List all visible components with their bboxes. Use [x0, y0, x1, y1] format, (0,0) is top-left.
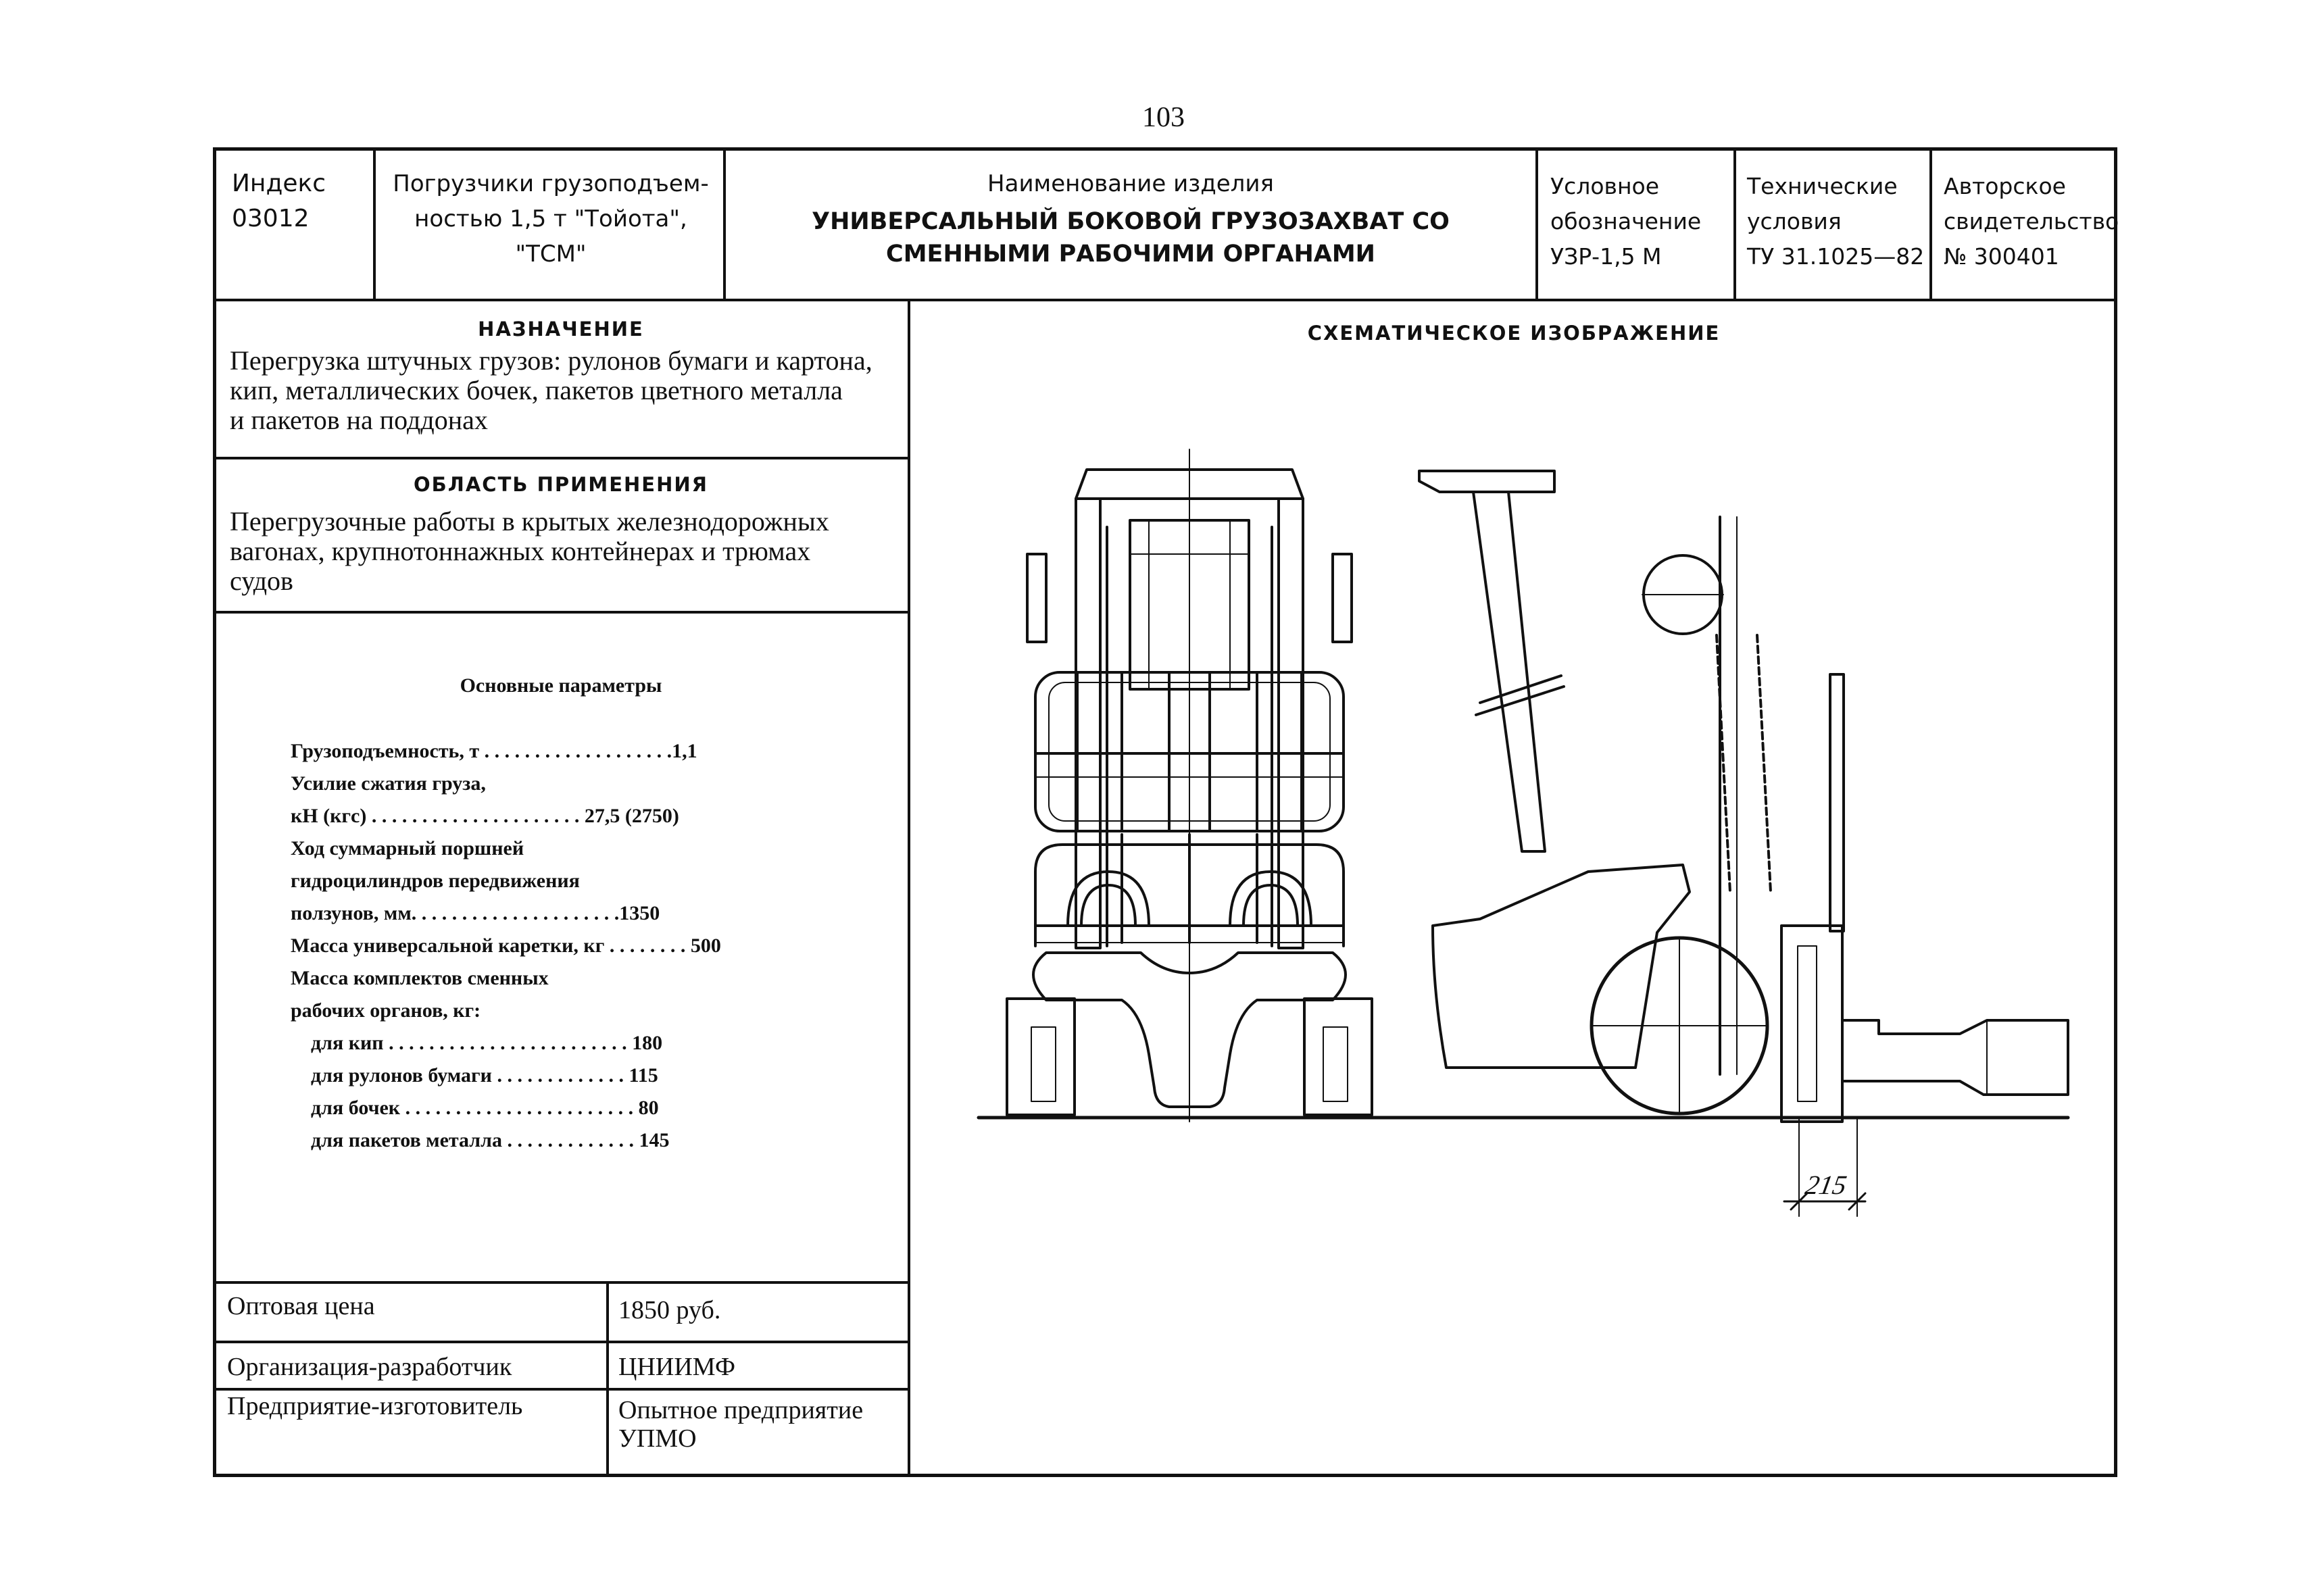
application-line: вагонах, крупнотоннажных контейнерах и т…	[230, 536, 811, 566]
parameter-row: ползунов, мм. . . . . . . . . . . . . . …	[291, 902, 660, 924]
header-divider	[1929, 147, 1932, 300]
parameter-row: Грузоподъемность, т . . . . . . . . . . …	[291, 740, 697, 762]
parameters-title: Основные параметры	[460, 674, 662, 697]
index-cell: Индекс 03012	[232, 166, 326, 236]
parameter-row: рабочих органов, кг:	[291, 999, 481, 1022]
product-name-line2: СМЕННЫМИ РАБОЧИМИ ОРГАНАМИ	[886, 241, 1375, 268]
section-rule	[213, 611, 909, 614]
parameter-row: Усилие сжатия груза,	[291, 772, 486, 795]
parameter-row: кН (кгс) . . . . . . . . . . . . . . . .…	[291, 805, 679, 827]
purpose-line: Перегрузка штучных грузов: рулонов бумаг…	[230, 345, 872, 376]
parameters-list: Грузоподъемность, т . . . . . . . . . . …	[291, 735, 899, 1157]
parameter-row: для рулонов бумаги . . . . . . . . . . .…	[291, 1064, 658, 1087]
product-name-label: Наименование изделия	[987, 170, 1274, 197]
application-text: Перегрузочные работы в крытых железнодор…	[230, 507, 906, 596]
price-label: Оптовая цена	[227, 1292, 375, 1320]
application-line: судов	[230, 566, 293, 596]
schematic-drawing	[977, 449, 2070, 1217]
developer-label: Организация-разработчик	[227, 1353, 512, 1381]
parameter-row: для кип . . . . . . . . . . . . . . . . …	[291, 1032, 663, 1054]
parameter-row: Масса комплектов сменных	[291, 967, 549, 989]
parameter-row: для пакетов металла . . . . . . . . . . …	[291, 1129, 670, 1151]
table-divider	[606, 1281, 609, 1477]
author-certificate: Авторское свидетельство № 300401	[1944, 173, 2119, 270]
table-rule	[213, 1341, 909, 1343]
parameter-row: для бочек . . . . . . . . . . . . . . . …	[291, 1097, 659, 1119]
product-group: Погрузчики грузоподъем- ностью 1,5 т "То…	[393, 170, 709, 268]
manufacturer-label: Предприятие-изготовитель	[227, 1392, 523, 1420]
designation: Условное обозначение УЗР-1,5 М	[1550, 173, 1702, 270]
header-bottom-rule	[213, 299, 2117, 301]
technical-conditions: Технические условия ТУ 31.1025—82	[1747, 173, 1925, 270]
section-rule	[213, 457, 909, 459]
product-name-cell: Наименование изделия УНИВЕРСАЛЬНЫЙ БОКОВ…	[726, 170, 1535, 270]
parameter-row: гидроцилиндров передвижения	[291, 870, 580, 892]
header-divider	[1535, 147, 1538, 300]
developer-value: ЦНИИМФ	[618, 1353, 736, 1381]
column-divider	[908, 299, 910, 1477]
purpose-line: кип, металлических бочек, пакетов цветно…	[230, 375, 843, 405]
schematic-title: СХЕМАТИЧЕСКОЕ ИЗОБРАЖЕНИЕ	[1307, 322, 1721, 345]
header-divider	[723, 147, 726, 300]
product-name-line1: УНИВЕРСАЛЬНЫЙ БОКОВОЙ ГРУЗОЗАХВАТ СО	[812, 208, 1450, 235]
table-rule	[213, 1281, 909, 1284]
price-value: 1850 руб.	[618, 1296, 721, 1324]
dimension-label: 215	[1803, 1170, 1849, 1200]
application-line: Перегрузочные работы в крытых железнодор…	[230, 506, 829, 537]
header-divider	[373, 147, 376, 300]
header-divider	[1733, 147, 1736, 300]
purpose-title: НАЗНАЧЕНИЕ	[478, 318, 644, 341]
manufacturer-value: Опытное предприятие УПМО	[618, 1396, 864, 1453]
index-value: 03012	[232, 205, 310, 232]
parameter-row: Ход суммарный поршней	[291, 837, 524, 859]
application-title: ОБЛАСТЬ ПРИМЕНЕНИЯ	[414, 473, 708, 496]
parameter-row: Масса универсальной каретки, кг . . . . …	[291, 934, 721, 957]
document-frame	[213, 147, 2117, 1477]
table-rule	[213, 1388, 909, 1391]
purpose-text: Перегрузка штучных грузов: рулонов бумаг…	[230, 346, 906, 435]
purpose-line: и пакетов на поддонах	[230, 405, 488, 435]
index-label: Индекс	[232, 170, 326, 197]
page-number: 103	[1142, 102, 1185, 133]
